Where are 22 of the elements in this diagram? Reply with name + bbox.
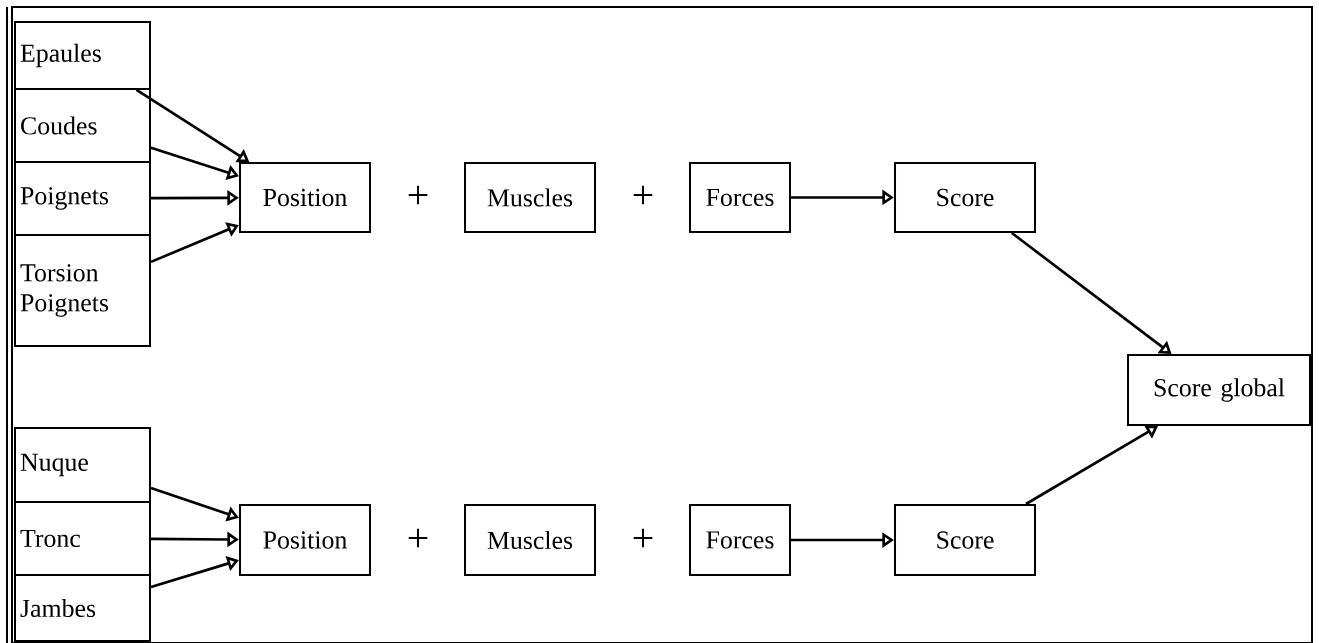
plus-sign: + <box>408 528 428 548</box>
body-part-box: Nuque <box>14 427 151 503</box>
process-box: Forces <box>689 162 791 233</box>
body-part-box: Epaules <box>14 21 151 90</box>
process-box: Score <box>894 162 1036 233</box>
plus-sign: + <box>408 185 428 205</box>
process-box: Muscles <box>464 504 596 576</box>
body-part-box: Tronc <box>14 501 151 576</box>
body-part-box: Torsion Poignets <box>14 234 151 347</box>
process-box: Position <box>239 162 371 233</box>
arrow <box>1025 425 1158 506</box>
arrow <box>150 222 239 264</box>
process-box: Forces <box>689 504 791 576</box>
body-part-box: Poignets <box>14 161 151 236</box>
process-box: Position <box>239 504 371 576</box>
plus-sign: + <box>633 185 653 205</box>
process-box: Score global <box>1127 354 1311 426</box>
body-part-box: Jambes <box>14 574 151 642</box>
plus-sign: + <box>633 528 653 548</box>
body-part-box: Coudes <box>14 88 151 163</box>
process-box: Score <box>894 504 1036 576</box>
process-box: Muscles <box>464 162 596 233</box>
